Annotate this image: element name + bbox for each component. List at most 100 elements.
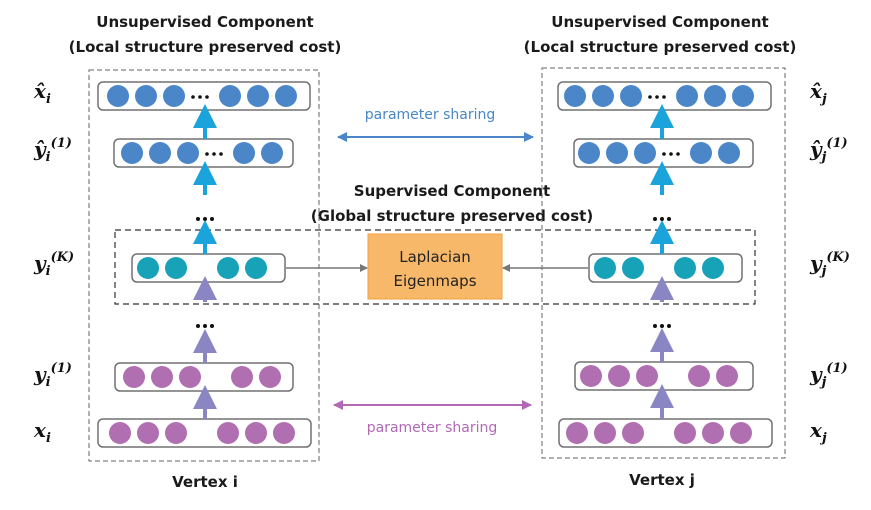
node — [580, 365, 602, 387]
node — [634, 142, 656, 164]
vertex-j-boundary — [541, 67, 786, 459]
node — [275, 85, 297, 107]
layer-x — [97, 418, 312, 448]
node — [620, 85, 642, 107]
node — [245, 422, 267, 444]
layer-x — [558, 418, 773, 448]
node — [217, 257, 239, 279]
node — [259, 366, 281, 388]
vertex-i-network — [97, 81, 312, 448]
node — [594, 422, 616, 444]
node — [135, 85, 157, 107]
ellipsis-dot — [648, 95, 652, 99]
node — [149, 142, 171, 164]
node — [594, 257, 616, 279]
node — [674, 422, 696, 444]
vertex-j-math-labels: x̂jŷj(1)yj(K)yj(1)xj — [809, 79, 850, 446]
ellipsis-dot — [662, 95, 666, 99]
vertical-ellipsis-dot — [196, 324, 200, 328]
node — [137, 422, 159, 444]
math-label: yi(K) — [33, 250, 74, 279]
vertical-ellipsis-dot — [660, 324, 664, 328]
node — [690, 142, 712, 164]
math-label: ŷi(1) — [33, 136, 72, 165]
node — [261, 142, 283, 164]
math-label: x̂i — [33, 79, 51, 107]
left-unsupervised-title: Unsupervised Component — [96, 13, 313, 31]
node — [151, 366, 173, 388]
layer-y-K — [131, 253, 286, 283]
node — [107, 85, 129, 107]
node — [592, 85, 614, 107]
laplacian-line2: Eigenmaps — [393, 272, 476, 290]
layer-y-K — [588, 253, 743, 283]
parameter-sharing-top-label: parameter sharing — [365, 107, 496, 123]
node — [730, 422, 752, 444]
vertical-ellipsis-dot — [660, 217, 664, 221]
node — [622, 422, 644, 444]
vertical-ellipsis-dot — [653, 324, 657, 328]
left-unsupervised-subtitle: (Local structure preserved cost) — [69, 38, 342, 56]
node — [702, 422, 724, 444]
node — [702, 257, 724, 279]
ellipsis-dot — [205, 152, 209, 156]
vertical-ellipsis-dot — [203, 217, 207, 221]
vertical-ellipsis-dot — [667, 324, 671, 328]
node — [231, 366, 253, 388]
ellipsis-dot — [669, 152, 673, 156]
math-label: xj — [809, 418, 827, 446]
node — [137, 257, 159, 279]
node — [716, 365, 738, 387]
node — [121, 142, 143, 164]
vertex-i-label: Vertex i — [172, 473, 238, 491]
ellipsis-dot — [676, 152, 680, 156]
supervised-title: Supervised Component — [354, 182, 550, 200]
vertical-ellipsis-dot — [210, 217, 214, 221]
node — [233, 142, 255, 164]
vertex-j-network — [557, 81, 773, 448]
node — [165, 422, 187, 444]
vertical-ellipsis-dot — [653, 217, 657, 221]
node — [622, 257, 644, 279]
ellipsis-dot — [191, 95, 195, 99]
math-label: yj(1) — [809, 361, 848, 390]
layer-y-hat-1 — [113, 138, 294, 168]
node — [704, 85, 726, 107]
node — [219, 85, 241, 107]
node — [732, 85, 754, 107]
node — [688, 365, 710, 387]
math-label: yj(K) — [809, 250, 850, 279]
node — [245, 257, 267, 279]
ellipsis-dot — [205, 95, 209, 99]
vertex-j-label: Vertex j — [629, 471, 695, 489]
vertex-i-math-labels: x̂iŷi(1)yi(K)yi(1)xi — [33, 79, 74, 446]
node — [608, 365, 630, 387]
node — [636, 365, 658, 387]
layer-y-1 — [114, 362, 294, 392]
node — [123, 366, 145, 388]
supervised-boundary — [114, 229, 756, 305]
node — [177, 142, 199, 164]
math-label: x̂j — [809, 79, 827, 107]
node — [179, 366, 201, 388]
laplacian-line1: Laplacian — [399, 248, 471, 266]
vertical-ellipsis-dot — [196, 217, 200, 221]
layer-y-1 — [574, 361, 754, 391]
right-unsupervised-title: Unsupervised Component — [551, 13, 768, 31]
vertex-i-boundary — [88, 69, 320, 462]
layer-y-hat-1 — [573, 138, 754, 168]
node — [163, 85, 185, 107]
node — [165, 257, 187, 279]
parameter-sharing-bottom-label: parameter sharing — [367, 420, 498, 436]
vertical-ellipsis-dot — [667, 217, 671, 221]
ellipsis-dot — [219, 152, 223, 156]
node — [247, 85, 269, 107]
vertical-ellipsis-dot — [203, 324, 207, 328]
ellipsis-dot — [662, 152, 666, 156]
supervised-subtitle: (Global structure preserved cost) — [311, 207, 593, 225]
ellipsis-dot — [212, 152, 216, 156]
right-unsupervised-subtitle: (Local structure preserved cost) — [524, 38, 797, 56]
math-label: xi — [33, 418, 51, 446]
ellipsis-dot — [655, 95, 659, 99]
